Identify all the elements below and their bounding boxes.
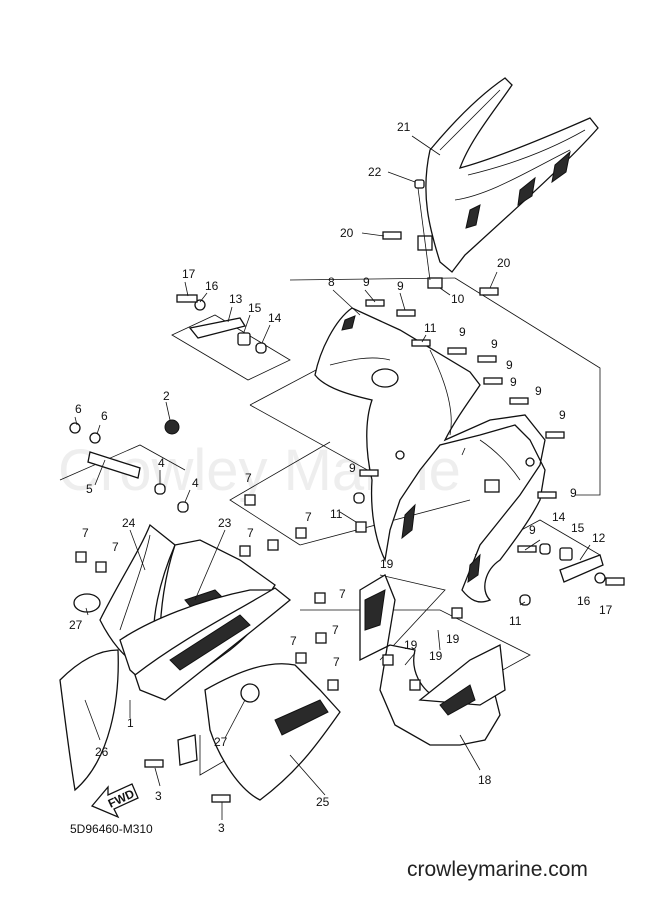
- callout-17: 17: [182, 267, 196, 281]
- callout-15: 15: [248, 301, 262, 315]
- callout-19: 19: [429, 649, 443, 663]
- callout-20: 20: [340, 226, 354, 240]
- callout-7: 7: [112, 540, 119, 554]
- part-26-outer-panel: [59, 593, 119, 792]
- callout-9: 9: [491, 337, 498, 351]
- callout-16: 16: [205, 279, 219, 293]
- callout-22: 22: [368, 165, 382, 179]
- callout-7: 7: [82, 526, 89, 540]
- callout-25: 25: [316, 795, 330, 809]
- part-8-center-panel: [314, 307, 546, 603]
- clips: [75, 494, 463, 691]
- part-25-lower-cowl: [177, 663, 341, 801]
- part-13-bracket: [176, 294, 267, 354]
- callout-21: 21: [397, 120, 411, 134]
- callout-1: 1: [127, 716, 134, 730]
- part-18-bottom-cover: [359, 574, 506, 746]
- callout-26: 26: [95, 745, 109, 759]
- callout-23: 23: [218, 516, 232, 530]
- callout-9: 9: [535, 384, 542, 398]
- forward-direction-arrow: FWD: [90, 783, 139, 819]
- callout-27: 27: [69, 618, 83, 632]
- callout-20: 20: [497, 256, 511, 270]
- callout-7: 7: [305, 510, 312, 524]
- callout-16: 16: [577, 594, 591, 608]
- callout-labels: 21 22 20 20 10 8 9 9 11 9 9 9 9 9 9 9 17…: [69, 120, 613, 835]
- callout-9: 9: [506, 358, 513, 372]
- part-12-bracket: [539, 543, 625, 586]
- callout-7: 7: [333, 655, 340, 669]
- callout-27: 27: [214, 735, 228, 749]
- callout-4: 4: [192, 476, 199, 490]
- callout-3: 3: [218, 821, 225, 835]
- callout-18: 18: [478, 773, 492, 787]
- part-24-inner-cowl: [99, 523, 176, 666]
- callout-17: 17: [599, 603, 613, 617]
- callout-10: 10: [451, 292, 465, 306]
- callout-11: 11: [330, 507, 343, 521]
- callout-9: 9: [459, 325, 466, 339]
- callout-6: 6: [101, 409, 108, 423]
- leader-lines: [74, 135, 591, 820]
- callout-12: 12: [592, 531, 606, 545]
- callout-15: 15: [571, 521, 585, 535]
- callout-24: 24: [122, 516, 136, 530]
- callout-9: 9: [363, 275, 370, 289]
- fasteners: [144, 179, 565, 803]
- callout-9: 9: [510, 375, 517, 389]
- callout-2: 2: [163, 389, 170, 403]
- callout-7: 7: [245, 471, 252, 485]
- callout-13: 13: [229, 292, 243, 306]
- callout-14: 14: [268, 311, 282, 325]
- callout-14: 14: [552, 510, 566, 524]
- site-footer-link[interactable]: crowleymarine.com: [407, 858, 588, 881]
- callout-7: 7: [247, 526, 254, 540]
- part-2-grommet: [164, 419, 180, 435]
- callout-7: 7: [332, 623, 339, 637]
- callout-9: 9: [570, 486, 577, 500]
- callout-19: 19: [404, 638, 418, 652]
- part-5-bracket: [69, 422, 141, 479]
- callout-3: 3: [155, 789, 162, 803]
- callout-7: 7: [339, 587, 346, 601]
- callout-11: 11: [509, 614, 522, 628]
- callout-7: 7: [290, 634, 297, 648]
- callout-6: 6: [75, 402, 82, 416]
- callout-8: 8: [328, 275, 335, 289]
- callout-9: 9: [529, 523, 536, 537]
- fwd-label: FWD: [106, 786, 137, 810]
- callout-9: 9: [349, 461, 356, 475]
- part-1-side-cowl: [119, 587, 292, 701]
- diagram-reference-code: 5D96460-M310: [70, 822, 153, 836]
- callout-5: 5: [86, 482, 93, 496]
- callout-19: 19: [446, 632, 460, 646]
- callout-19: 19: [380, 557, 394, 571]
- callout-11: 11: [424, 321, 437, 335]
- callout-4: 4: [158, 456, 165, 470]
- callout-9: 9: [397, 279, 404, 293]
- callout-9: 9: [559, 408, 566, 422]
- part-21-upper-cowl: [425, 77, 599, 273]
